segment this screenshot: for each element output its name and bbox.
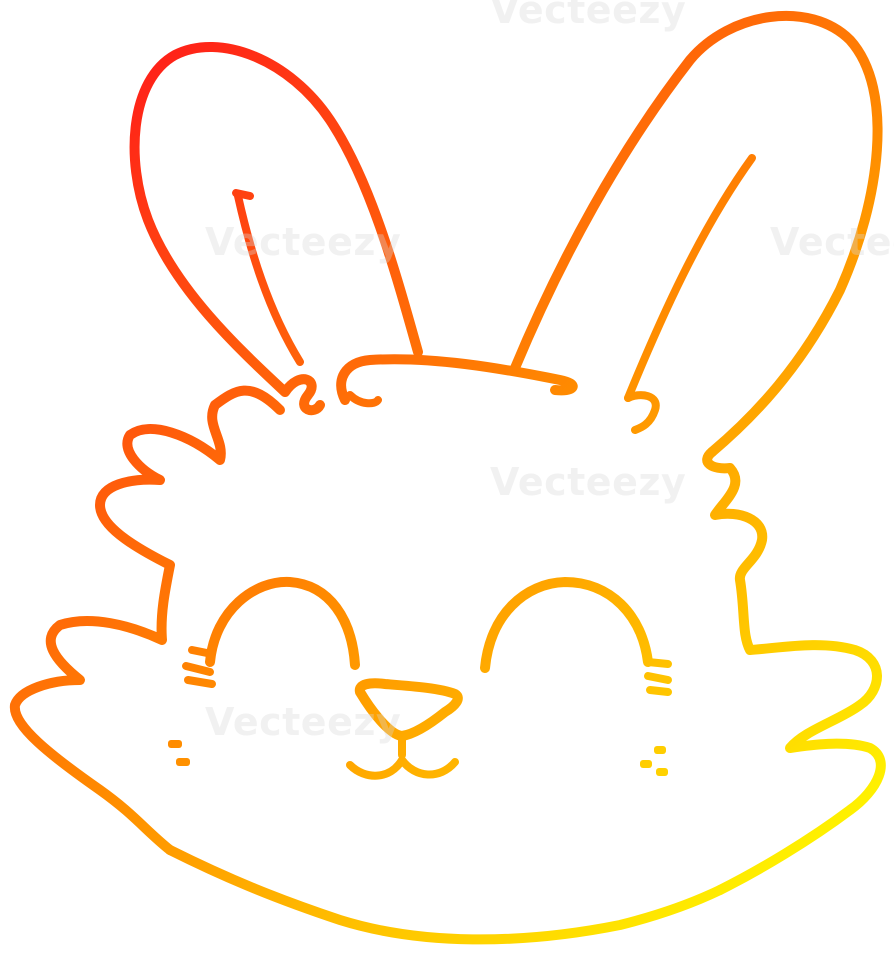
freckle [176, 758, 190, 766]
freckle [656, 768, 668, 776]
mouth-icon [346, 732, 459, 780]
left-ear [129, 42, 423, 397]
left-inner-ear [234, 192, 304, 366]
freckle [640, 760, 652, 768]
freckle [654, 746, 666, 754]
right-ear [510, 10, 883, 457]
head-top-curl [346, 391, 382, 408]
freckle [168, 740, 182, 748]
jaw-outline [165, 845, 725, 945]
right-freckles [640, 746, 668, 776]
watermark-text: Vecteezy [490, 0, 687, 32]
bunny-head-icon [9, 10, 886, 945]
right-inner-ear [624, 154, 756, 402]
watermark-text: Vecteezy [770, 220, 894, 264]
watermark-text: Vecteezy [205, 220, 402, 264]
watermark-text: Vecteezy [205, 700, 402, 744]
nose-icon [354, 678, 463, 741]
left-eye-lash [182, 646, 216, 688]
left-fluff [9, 374, 325, 855]
left-inner-ear-top [232, 189, 254, 200]
head-top-tuft [336, 354, 578, 405]
right-eye-icon [480, 577, 653, 673]
watermark-text: Vecteezy [490, 460, 687, 504]
left-eye-icon [205, 576, 360, 670]
left-freckles [168, 740, 190, 766]
right-inner-ear-tuft [624, 391, 660, 434]
right-fluff [702, 447, 886, 895]
right-eye-lash [644, 658, 672, 696]
